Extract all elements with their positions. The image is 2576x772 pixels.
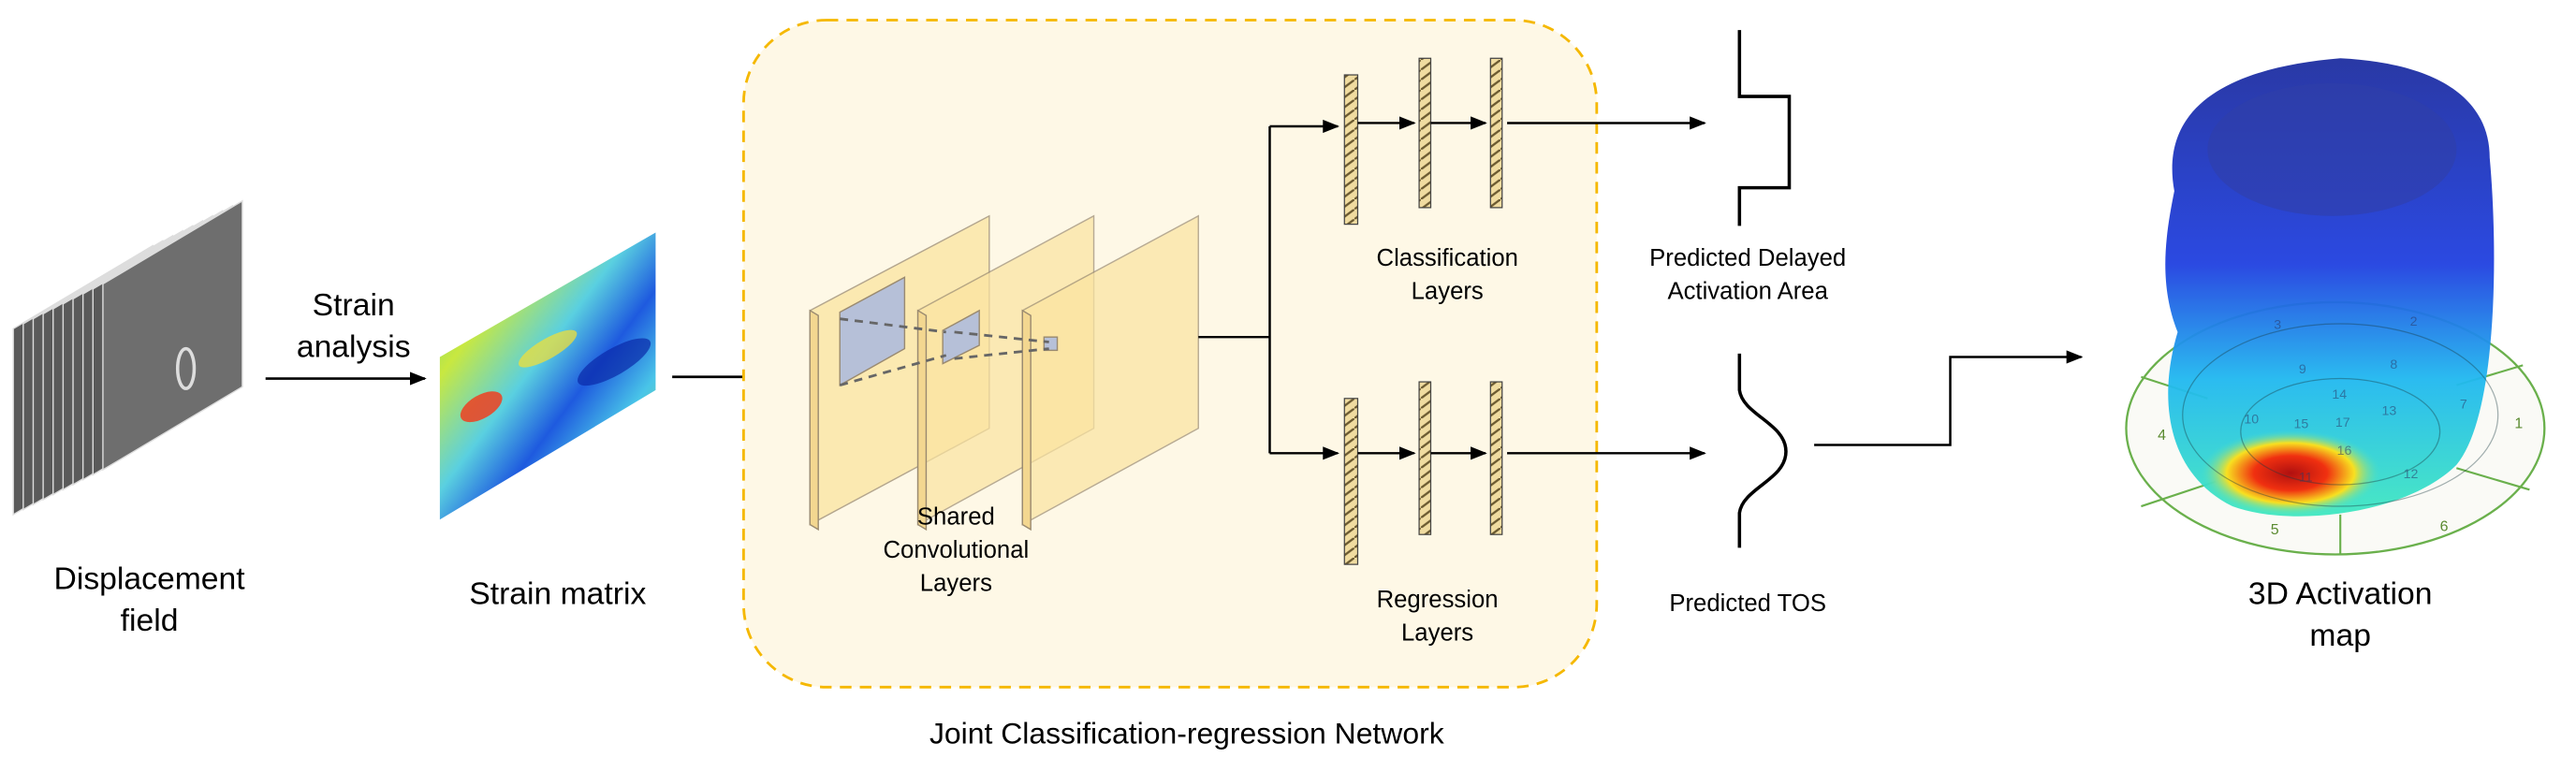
segment-label: 4 [2158, 428, 2166, 444]
segment-label: 1 [2514, 416, 2523, 432]
segment-label: 3 [2274, 317, 2281, 332]
gaussian-curve-icon [1737, 353, 1788, 548]
segment-label: 5 [2271, 522, 2279, 538]
displacement-frame [102, 199, 243, 472]
segment-label: 12 [2404, 467, 2419, 482]
arrow-to-activation-map [1814, 350, 2084, 446]
strain-matrix-label: Strain matrix [469, 577, 646, 612]
segment-label: 15 [2294, 417, 2309, 432]
segment-label: 14 [2332, 387, 2347, 402]
classification-layers [1343, 57, 1503, 226]
fc-bar [1418, 57, 1432, 209]
conv-kernel-small [942, 309, 980, 365]
conv-plate [1021, 214, 1199, 532]
displacement-field-stack [12, 199, 243, 517]
segment-label: 10 [2244, 412, 2259, 427]
conv-kernel-large [839, 276, 906, 386]
segment-label: 11 [2299, 470, 2313, 485]
ventricle-ring-icon [175, 346, 197, 390]
segment-label: 17 [2335, 415, 2350, 430]
step-function-icon [1737, 30, 1792, 226]
segment-label: 7 [2460, 397, 2467, 412]
regression-layers [1343, 381, 1503, 565]
segment-label: 9 [2299, 362, 2306, 377]
strain-matrix-image [439, 232, 656, 520]
segment-label: 2 [2410, 314, 2418, 329]
tos-label: Predicted TOS [1669, 590, 1826, 617]
segment-label: 6 [2440, 519, 2449, 535]
segment-label: 13 [2382, 404, 2397, 419]
network-title: Joint Classification-regression Network [929, 717, 1444, 750]
conv-output-cell [1043, 336, 1059, 352]
branch-connector [1198, 119, 1339, 460]
fc-bar [1343, 398, 1359, 565]
fc-bar [1489, 57, 1503, 209]
fc-bar [1418, 381, 1432, 535]
fc-bar [1489, 381, 1503, 535]
segment-label: 16 [2337, 444, 2352, 459]
conv-layers [809, 214, 1199, 532]
segment-label: 8 [2390, 357, 2397, 372]
fc-bar [1343, 74, 1359, 226]
